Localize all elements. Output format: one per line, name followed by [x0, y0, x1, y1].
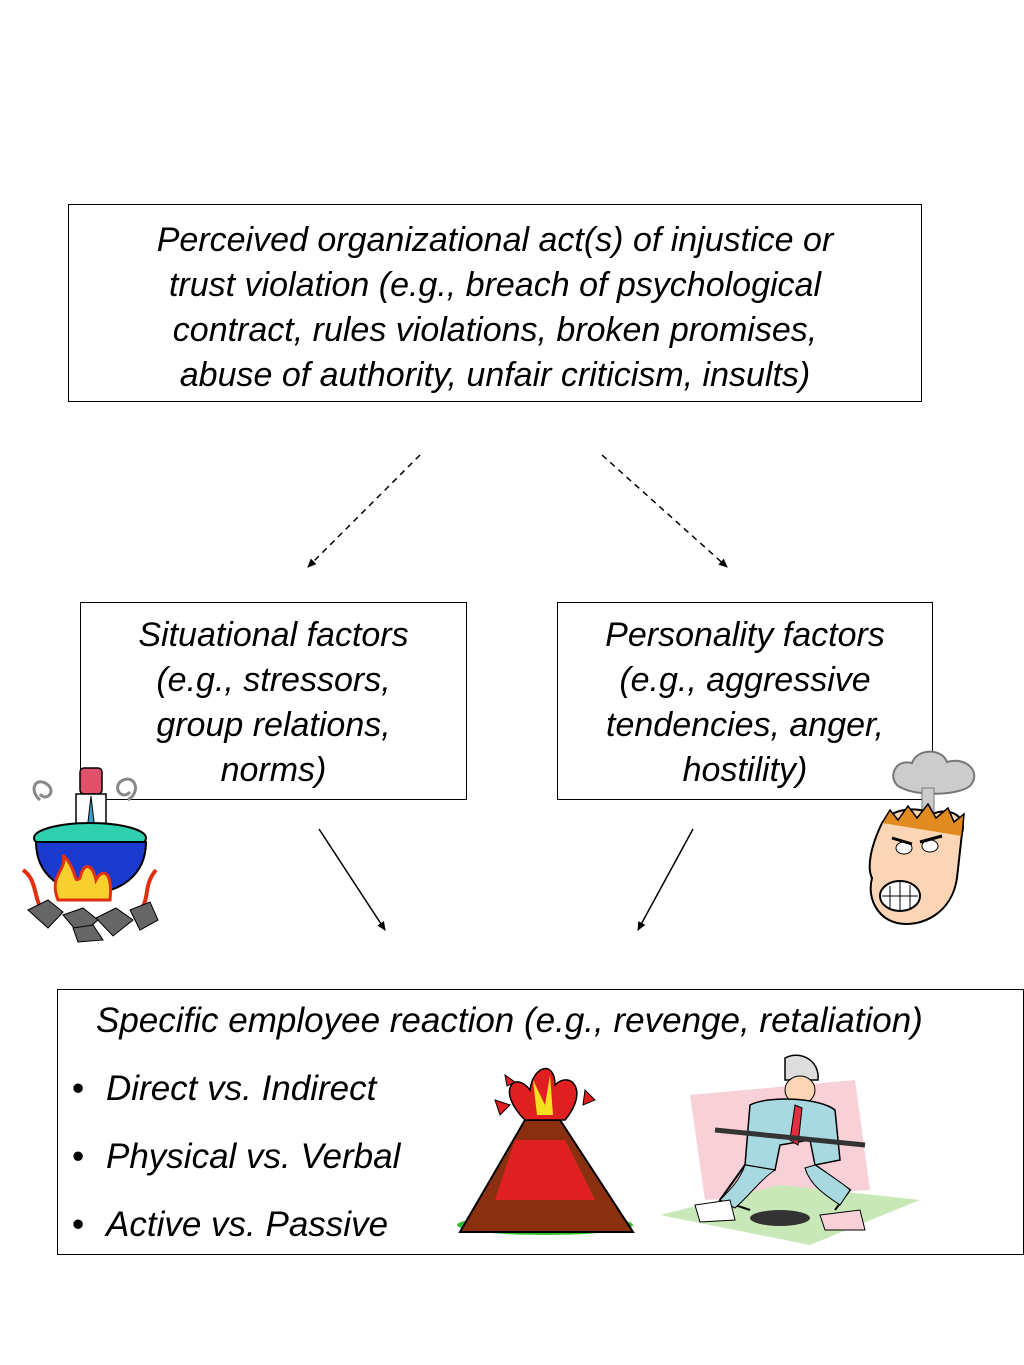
injustice-act-box: Perceived organizational act(s) of injus… [68, 204, 922, 402]
bullet-dot: • [72, 1137, 85, 1176]
top-box-line: contract, rules violations, broken promi… [172, 311, 818, 349]
right-box-line: (e.g., aggressive [619, 661, 871, 699]
running-businessman-icon [660, 1054, 920, 1245]
reaction-title: Specific employee reaction (e.g., reveng… [96, 1001, 923, 1040]
top-box-line: abuse of authority, unfair criticism, in… [179, 356, 811, 394]
bullet-text: Direct vs. Indirect [106, 1069, 377, 1108]
left-box-line: group relations, [156, 706, 391, 744]
left-box-line: Situational factors [138, 616, 409, 654]
bullet-item: • Physical vs. Verbal [72, 1134, 400, 1179]
solid-arrow-left [318, 828, 386, 931]
left-box-line: (e.g., stressors, [156, 661, 391, 699]
bullet-dot: • [72, 1205, 85, 1244]
right-box-line: hostility) [682, 751, 808, 789]
erupting-volcano-icon [457, 1067, 635, 1235]
personality-factors-box: Personality factors (e.g., aggressive te… [557, 602, 933, 800]
dashed-arrow-right [601, 454, 728, 568]
right-box-line: Personality factors [605, 616, 885, 654]
bullet-item: • Active vs. Passive [72, 1202, 388, 1247]
top-box-line: trust violation (e.g., breach of psychol… [168, 266, 821, 304]
solid-arrow-right [637, 828, 694, 931]
right-box-line: tendencies, anger, [606, 706, 884, 744]
bullet-item: • Direct vs. Indirect [72, 1066, 376, 1111]
situational-factors-box: Situational factors (e.g., stressors, gr… [80, 602, 467, 800]
bullet-text: Active vs. Passive [106, 1205, 389, 1244]
top-box-line: Perceived organizational act(s) of injus… [156, 221, 834, 259]
angry-man-steaming-head-icon [868, 750, 976, 925]
left-box-line: norms) [220, 751, 327, 789]
boiling-pot-man-icon [21, 767, 159, 943]
bullet-dot: • [72, 1069, 85, 1108]
dashed-arrow-left [307, 454, 421, 568]
bullet-text: Physical vs. Verbal [106, 1137, 401, 1176]
